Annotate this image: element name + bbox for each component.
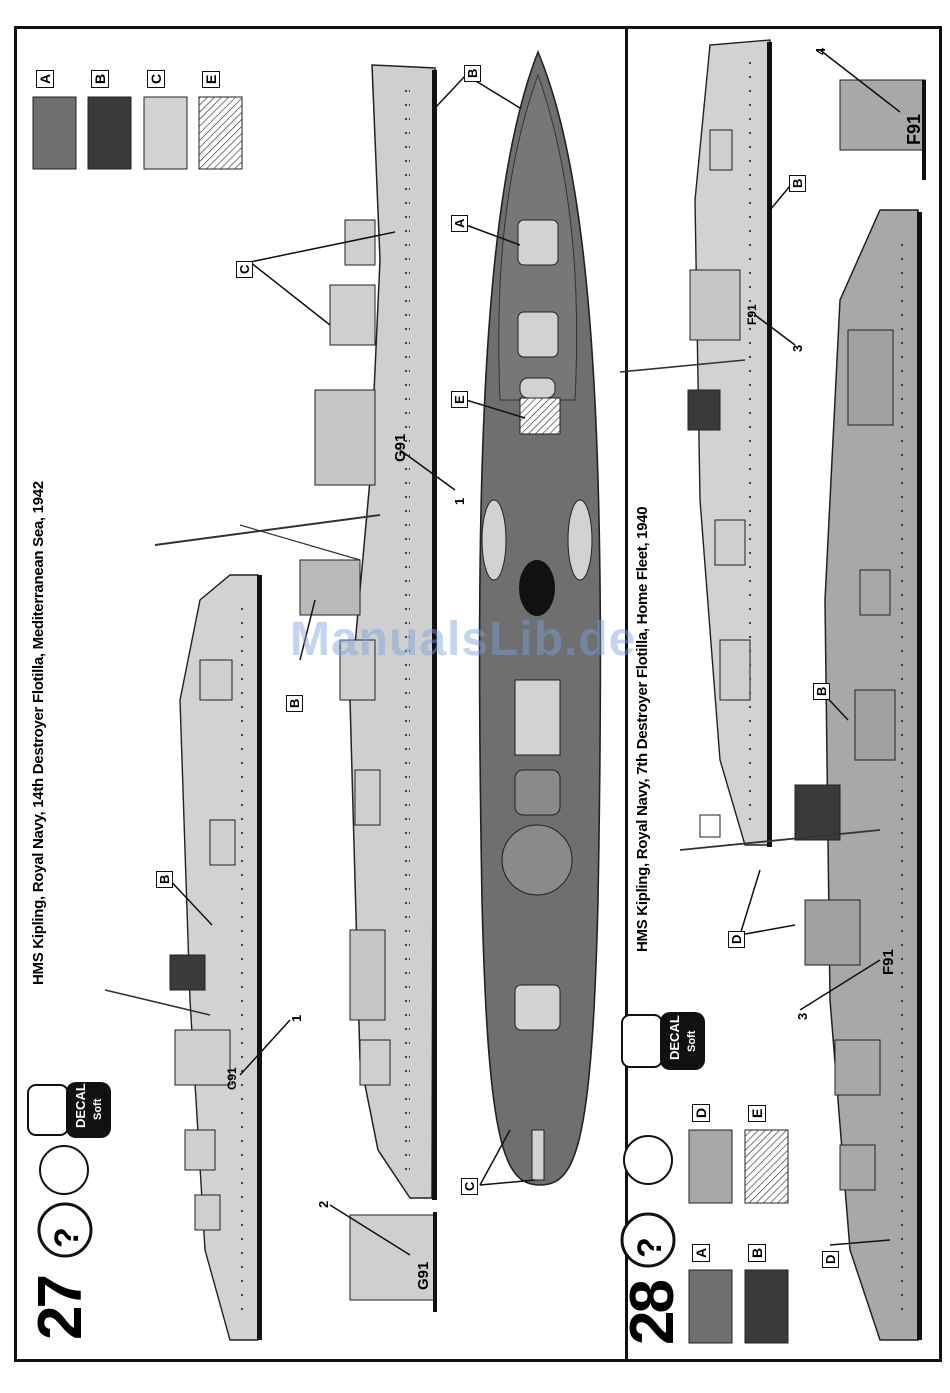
left-pennant-upper: G91 xyxy=(392,434,409,462)
left-help-symbol: ? xyxy=(48,1227,87,1248)
left-swatch-label-c: C xyxy=(147,70,165,88)
left-decal-sub: Soft xyxy=(92,1099,104,1120)
left-pennant-lower: G91 xyxy=(225,1067,239,1090)
right-swatch-label-a: A xyxy=(692,1244,710,1262)
right-pennant-lower: F91 xyxy=(880,949,897,975)
callout-1-lower: 1 xyxy=(289,1015,304,1022)
callout-b-funnel: B xyxy=(286,695,303,712)
callout-b-lower: B xyxy=(156,871,173,888)
callout-a-deck: A xyxy=(451,215,468,232)
left-step-number: 27 xyxy=(30,1277,92,1340)
right-pennant-upper: F91 xyxy=(745,304,759,325)
right-callout-4: 4 xyxy=(813,48,828,55)
left-swatch-label-a: A xyxy=(36,70,54,88)
left-swatch-label-b: B xyxy=(91,70,109,88)
right-help-symbol: ? xyxy=(631,1237,670,1258)
callout-c-stern: C xyxy=(461,1178,478,1195)
right-callout-d-bow: D xyxy=(822,1251,839,1268)
right-swatch-label-d: D xyxy=(692,1104,710,1122)
callout-b-top: B xyxy=(464,65,481,82)
watermark: ManualsLib.de xyxy=(290,612,636,667)
right-callout-d-mast: D xyxy=(728,931,745,948)
left-title: HMS Kipling, Royal Navy, 14th Destroyer … xyxy=(30,481,47,985)
left-profile-lower xyxy=(105,575,262,1340)
right-callout-b-top: B xyxy=(789,175,806,192)
right-swatch-label-e: E xyxy=(748,1105,766,1122)
callout-1-upper: 1 xyxy=(452,498,467,505)
right-swatches xyxy=(689,1130,788,1343)
left-swatches xyxy=(33,97,242,169)
right-decal-sub: Soft xyxy=(686,1031,698,1052)
right-title: HMS Kipling, Royal Navy, 7th Destroyer F… xyxy=(634,507,651,952)
right-pennant-detail: F91 xyxy=(904,114,925,145)
callout-e-deck: E xyxy=(451,391,468,408)
right-callout-3-top: 3 xyxy=(790,345,805,352)
left-pennant-detail: G91 xyxy=(415,1262,432,1290)
left-flag-icon xyxy=(40,1146,88,1194)
left-swatch-label-e: E xyxy=(202,71,220,88)
right-callout-b-mid: B xyxy=(813,683,830,700)
callout-c-upper: C xyxy=(236,261,253,278)
right-swatch-label-b: B xyxy=(748,1244,766,1262)
left-decal-label: DECAL xyxy=(73,1083,88,1128)
right-step-number: 28 xyxy=(622,1282,684,1345)
callout-2: 2 xyxy=(316,1201,331,1208)
right-decal-label: DECAL xyxy=(667,1015,682,1060)
right-flag-icon xyxy=(624,1136,672,1184)
right-callout-3-lower: 3 xyxy=(795,1013,810,1020)
